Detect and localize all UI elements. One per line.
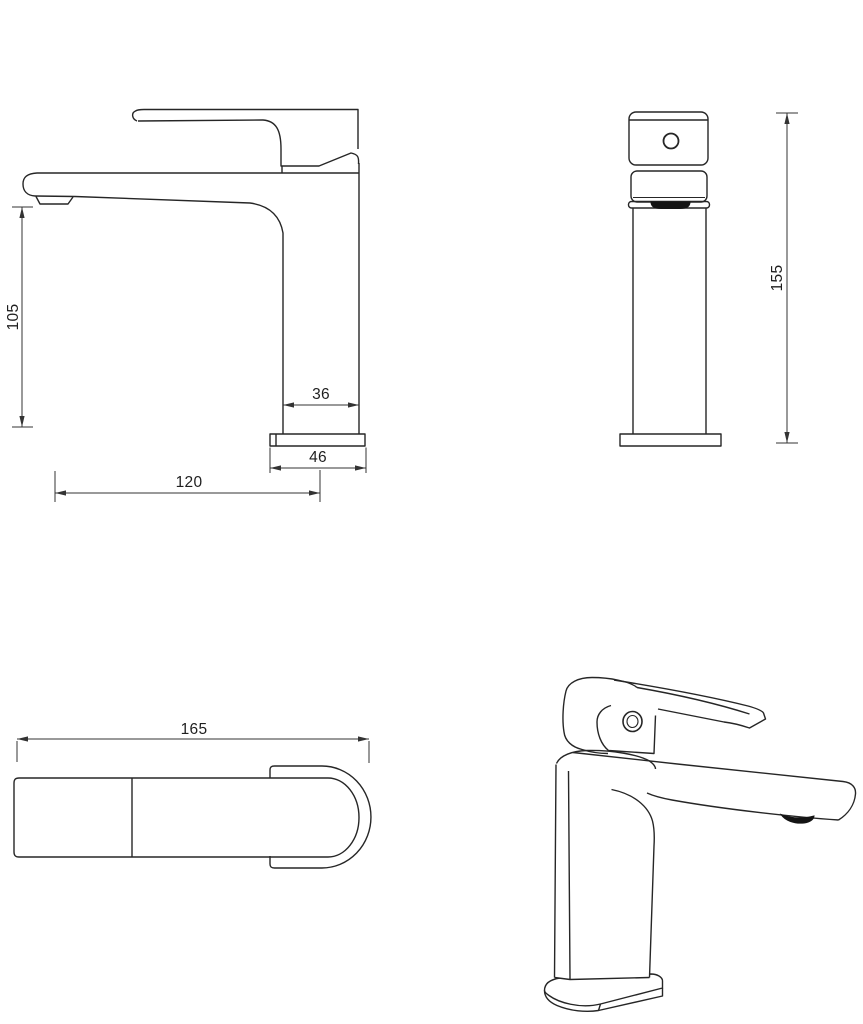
top-spout-inner-arc <box>327 777 360 858</box>
perspective-aerator <box>779 813 815 824</box>
perspective-pivot-hole-inner <box>626 714 639 729</box>
side-handle-bottom <box>137 119 360 167</box>
front-view-faucet-outline <box>619 111 722 447</box>
dimension-155: 155 <box>769 112 798 444</box>
side-spout-left-cap <box>22 172 38 197</box>
perspective-base-plate <box>543 973 664 1013</box>
dim-label-46: 46 <box>309 449 327 466</box>
side-base-plate <box>269 433 366 447</box>
top-view-faucet-outline <box>13 765 372 869</box>
front-indicator-dot <box>662 132 680 150</box>
perspective-view <box>543 676 857 1013</box>
perspective-pivot-hole <box>622 710 643 733</box>
side-spout-underside <box>34 195 284 434</box>
perspective-column-mask <box>554 764 656 979</box>
dim-label-120: 120 <box>176 474 203 491</box>
front-view: 155 <box>619 111 798 447</box>
side-view-faucet-outline <box>22 108 366 447</box>
top-body-rect <box>13 777 328 858</box>
top-handle-u <box>269 765 372 869</box>
dim-label-105: 105 <box>5 304 22 331</box>
front-aerator <box>650 201 691 209</box>
perspective-base-seam <box>554 976 650 981</box>
perspective-spout-top <box>572 751 857 821</box>
dim-label-36: 36 <box>312 386 330 403</box>
front-handle-block <box>628 111 709 166</box>
dimension-46: 46 <box>269 447 367 473</box>
dimension-165: 165 <box>16 721 370 763</box>
dim-label-155: 155 <box>769 265 786 292</box>
side-aerator <box>35 196 74 205</box>
front-base-plate <box>619 433 722 447</box>
dimension-105: 105 <box>5 206 33 428</box>
dimension-36: 36 <box>283 386 359 408</box>
side-view: 105 36 46 120 <box>5 108 367 502</box>
perspective-spout-underside <box>646 792 839 821</box>
dim-label-165: 165 <box>181 721 208 738</box>
perspective-pivot-block <box>596 704 657 755</box>
front-body-edges <box>632 208 707 434</box>
dimension-120: 120 <box>54 470 321 502</box>
side-handle-top <box>131 108 359 149</box>
perspective-lever <box>613 679 767 729</box>
perspective-body-right-fillet <box>611 788 655 978</box>
perspective-body-edges <box>553 764 571 980</box>
perspective-faucet-outline <box>553 676 857 981</box>
perspective-body-collar <box>555 749 657 770</box>
top-view: 165 <box>13 721 372 869</box>
